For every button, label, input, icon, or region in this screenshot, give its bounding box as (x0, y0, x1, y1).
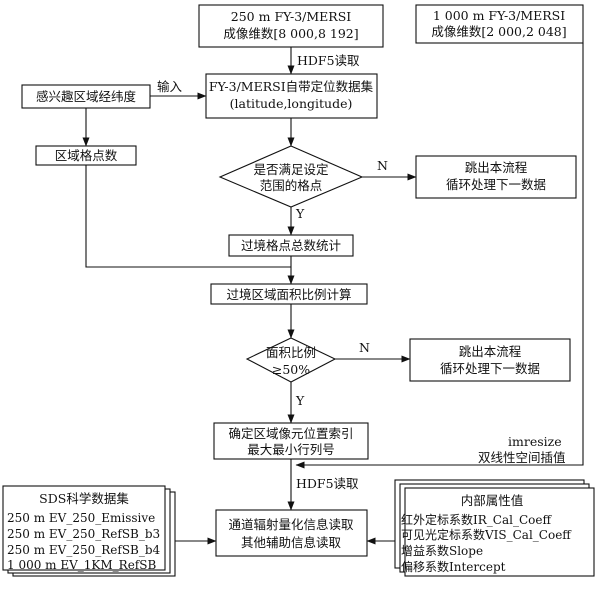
node-area-ratio: 过境区域面积比例计算 (210, 283, 368, 305)
node-250m-input: 250 m FY-3/MERSI 成像维数[8 000,8 192] (198, 4, 384, 48)
label-yes-2: Y (295, 393, 305, 408)
sds-item: 250 m EV_250_RefSB_b3 (7, 527, 160, 541)
label-input: 输入 (157, 79, 183, 94)
node-decision-area: 面积比例 ≥50% (245, 337, 337, 383)
node-skip-2: 跳出本流程 循环处理下一数据 (409, 338, 571, 382)
node-skip2-line1: 跳出本流程 (459, 344, 522, 359)
node-1000m-line1: 1 000 m FY-3/MERSI (433, 8, 565, 23)
attr-item: 红外定标系数IR_Cal_Coeff (401, 512, 552, 527)
node-1000m-input: 1 000 m FY-3/MERSI 成像维数[2 000,2 048] (415, 4, 584, 44)
node-skip2-line2: 循环处理下一数据 (440, 361, 540, 376)
label-yes-1: Y (295, 206, 305, 221)
node-grid-label: 区域格点数 (55, 148, 118, 163)
node-geo-line2: (latitude,longitude) (230, 96, 353, 111)
node-250m-line1: 250 m FY-3/MERSI (231, 9, 351, 24)
node-index-line2: 最大最小行列号 (247, 442, 335, 457)
node-radiometric-read: 通道辐射量化信息读取 其他辅助信息读取 (215, 509, 368, 557)
node-decision1-line2: 范围的格点 (260, 178, 323, 193)
node-geo-line1: FY-3/MERSI自带定位数据集 (209, 79, 374, 94)
node-count-label: 过境格点总数统计 (241, 238, 341, 253)
node-pixel-index: 确定区域像元位置索引 最大最小行列号 (213, 422, 369, 460)
node-read-line1: 通道辐射量化信息读取 (228, 517, 354, 532)
edge-labels: HDF5读取 输入 N Y N Y imresize 双线性空间插值 HDF5读… (157, 53, 566, 491)
node-read-line2: 其他辅助信息读取 (241, 535, 342, 550)
node-roi-latlon: 感兴趣区域经纬度 (21, 84, 151, 109)
label-hdf5-read-1: HDF5读取 (297, 53, 360, 68)
label-no-1: N (377, 158, 388, 173)
node-decision2-line1: 面积比例 (266, 345, 316, 360)
node-250m-line2: 成像维数[8 000,8 192] (223, 26, 358, 41)
node-geo-dataset: FY-3/MERSI自带定位数据集 (latitude,longitude) (205, 73, 378, 119)
node-decision1-line1: 是否满足设定 (253, 162, 328, 177)
edges (82, 43, 584, 545)
edge-grid-to-ratio (85, 165, 291, 268)
label-bilinear: 双线性空间插值 (478, 450, 566, 465)
node-decision-in-range: 是否满足设定 范围的格点 (218, 145, 364, 208)
attr-item: 偏移系数Intercept (401, 559, 506, 574)
attr-item: 增益系数Slope (401, 543, 483, 558)
sds-item: 250 m EV_250_RefSB_b4 (7, 543, 161, 557)
label-no-2: N (359, 340, 370, 355)
node-index-line1: 确定区域像元位置索引 (228, 426, 353, 441)
node-region-grid-count: 区域格点数 (35, 145, 137, 166)
node-decision2-line2: ≥50% (272, 362, 310, 377)
sds-item: 1 000 m EV_1KM_RefSB (7, 558, 156, 572)
node-roi-label: 感兴趣区域经纬度 (36, 89, 137, 104)
node-skip-1: 跳出本流程 循环处理下一数据 (415, 155, 577, 199)
node-skip1-line1: 跳出本流程 (465, 160, 528, 175)
label-hdf5-read-2: HDF5读取 (296, 476, 359, 491)
node-crossing-count: 过境格点总数统计 (228, 234, 354, 257)
sds-title: SDS科学数据集 (39, 491, 129, 506)
node-1000m-line2: 成像维数[2 000,2 048] (431, 24, 566, 39)
edge-1000m-to-read (295, 43, 584, 469)
node-sds-stack: SDS科学数据集 250 m EV_250_Emissive 250 m EV_… (2, 485, 176, 577)
attr-title: 内部属性值 (461, 493, 524, 508)
node-skip1-line2: 循环处理下一数据 (446, 177, 546, 192)
node-attr-stack: 内部属性值 红外定标系数IR_Cal_Coeff 可见光定标系数VIS_Cal_… (394, 479, 595, 577)
sds-item: 250 m EV_250_Emissive (7, 511, 155, 525)
attr-item: 可见光定标系数VIS_Cal_Coeff (401, 527, 572, 542)
label-imresize: imresize (508, 434, 562, 449)
node-ratio-label: 过境区域面积比例计算 (226, 287, 351, 302)
